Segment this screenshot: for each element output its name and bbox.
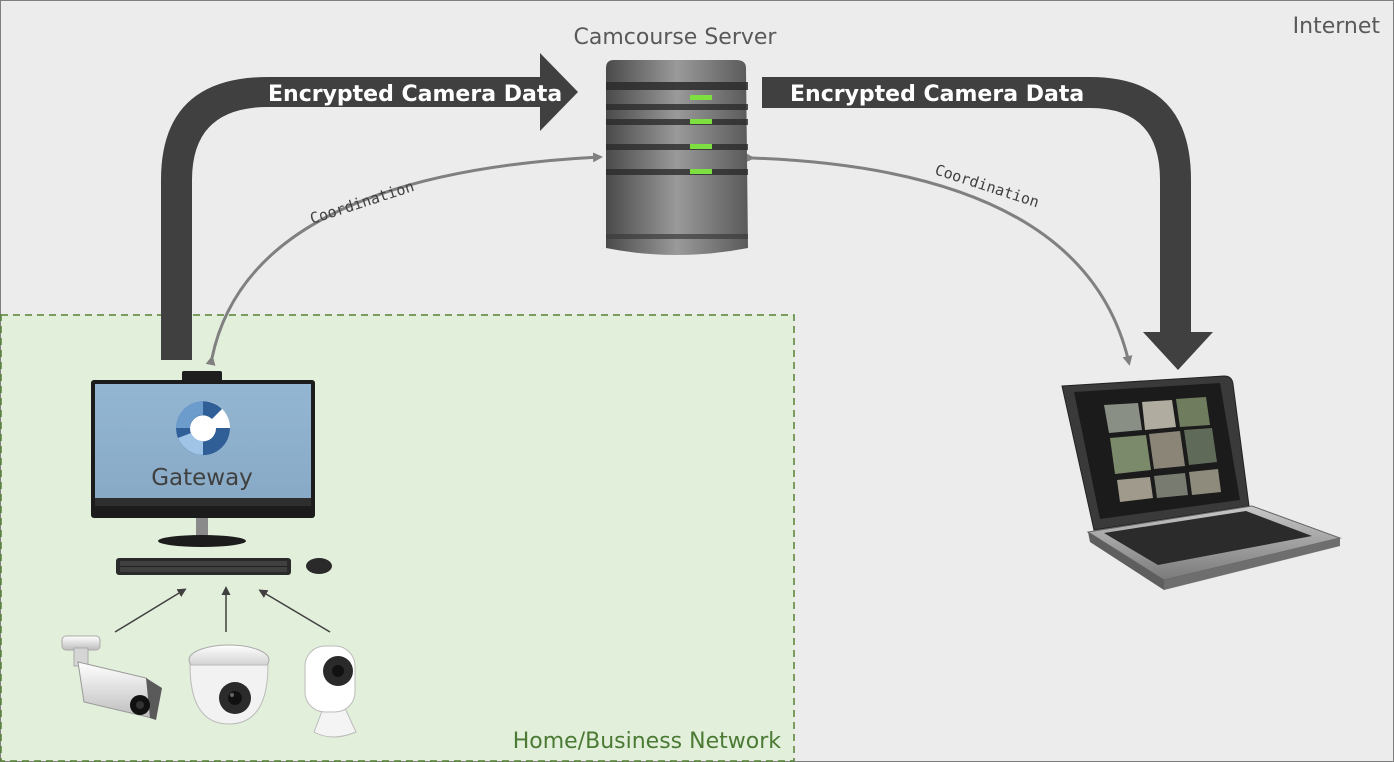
download-flow-label: Encrypted Camera Data [790,82,1084,107]
server-rack-icon [606,60,748,255]
mouse-icon [306,558,332,574]
laptop-icon [1061,375,1342,590]
indoor-camera-link-arrow [258,589,331,633]
bullet-camera-icon [61,635,162,720]
indoor-camera-icon [304,645,357,738]
upload-flow-arrow [161,53,578,360]
internet-label: Internet [1293,14,1381,39]
gateway-logo-icon [176,401,231,456]
download-flow-arrow [762,77,1213,370]
network-label: Home/Business Network [513,729,782,754]
server-label: Camcourse Server [574,25,778,50]
dome-camera-icon [188,644,270,725]
coordination-right-arrow [744,152,1133,366]
keyboard-icon [116,558,291,575]
camera-feeds-icon [1104,397,1221,502]
gateway-label: Gateway [151,465,253,491]
laptop-keyboard-icon [1104,511,1312,565]
webcam-icon [182,371,222,382]
bullet-camera-link-arrow [114,588,187,633]
coordination-left-arrow [205,152,603,366]
upload-flow-label: Encrypted Camera Data [268,82,562,107]
